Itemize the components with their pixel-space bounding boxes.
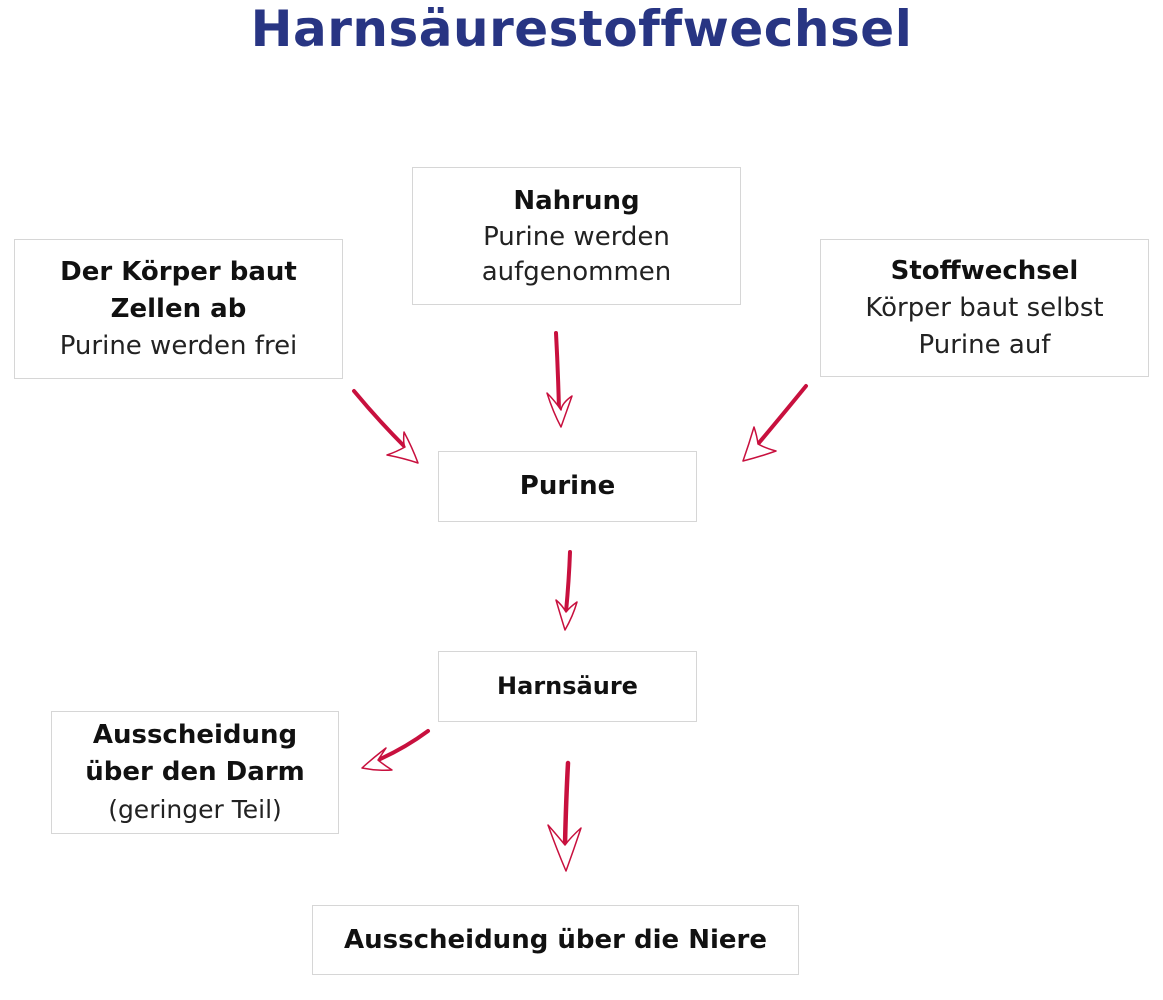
arrow-koerper-to-purine [352,389,419,464]
arrow-harnsaeure-to-darm [361,729,430,771]
arrow-nahrung-to-purine [546,331,573,428]
node-stoffwechsel-heading: Stoffwechsel [890,255,1079,286]
arrow-harnsaeure-to-niere [547,760,582,872]
node-nahrung: Nahrung Purine werden aufgenommen [412,167,741,305]
node-koerper-heading-line2: Zellen ab [110,293,247,324]
node-darm-heading-line1: Ausscheidung [92,720,298,750]
node-harnsaeure-heading: Harnsäure [497,672,638,700]
page-title: Harnsäurestoffwechsel [250,0,913,58]
node-nahrung-heading: Nahrung [513,185,640,216]
node-niere-heading: Ausscheidung über die Niere [344,924,767,955]
node-nahrung-text: Purine werden aufgenommen [481,221,672,287]
node-koerper-text: Purine werden frei [59,330,298,361]
node-stoffwechsel-text: Körper baut selbst Purine auf [865,292,1104,360]
node-darm-heading-line2: über den Darm [85,757,305,787]
node-stoffwechsel: Stoffwechsel Körper baut selbst Purine a… [820,239,1149,377]
node-ausscheidung-darm: Ausscheidung über den Darm (geringer Tei… [51,711,339,834]
node-darm-text: (geringer Teil) [108,795,282,824]
node-koerper-heading-line1: Der Körper baut [60,256,297,287]
node-purine-heading: Purine [519,471,616,501]
node-ausscheidung-niere: Ausscheidung über die Niere [312,905,799,975]
node-harnsaeure: Harnsäure [438,651,697,722]
arrow-stoffwechsel-to-purine [742,384,808,462]
node-purine: Purine [438,451,697,522]
arrow-purine-to-harnsaeure [555,550,578,631]
node-koerper-zellabbau: Der Körper baut Zellen ab Purine werden … [14,239,343,379]
